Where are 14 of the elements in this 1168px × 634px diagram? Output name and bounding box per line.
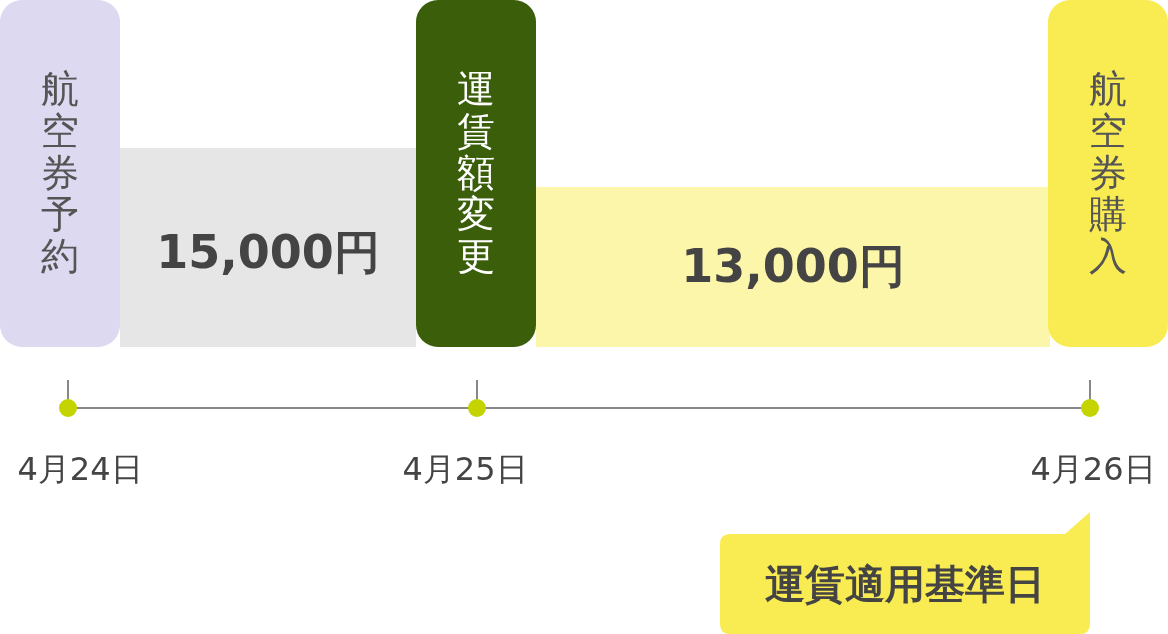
date-label: 4月26日	[1030, 449, 1156, 490]
fare-band	[536, 187, 1050, 347]
step-box	[0, 0, 120, 347]
fare-band	[120, 148, 416, 347]
fare-amount: 15,000円	[156, 223, 380, 281]
callout-text: 運賃適用基準日	[765, 560, 1045, 609]
fare-amount: 13,000円	[681, 238, 905, 295]
step-box	[1048, 0, 1168, 347]
step-label: 運賃額変更	[457, 69, 495, 278]
step-box	[416, 0, 536, 347]
date-label: 4月24日	[17, 449, 143, 490]
step-label: 航空券予約	[41, 69, 79, 278]
step-label: 航空券購入	[1089, 69, 1127, 278]
date-label: 4月25日	[402, 449, 528, 490]
